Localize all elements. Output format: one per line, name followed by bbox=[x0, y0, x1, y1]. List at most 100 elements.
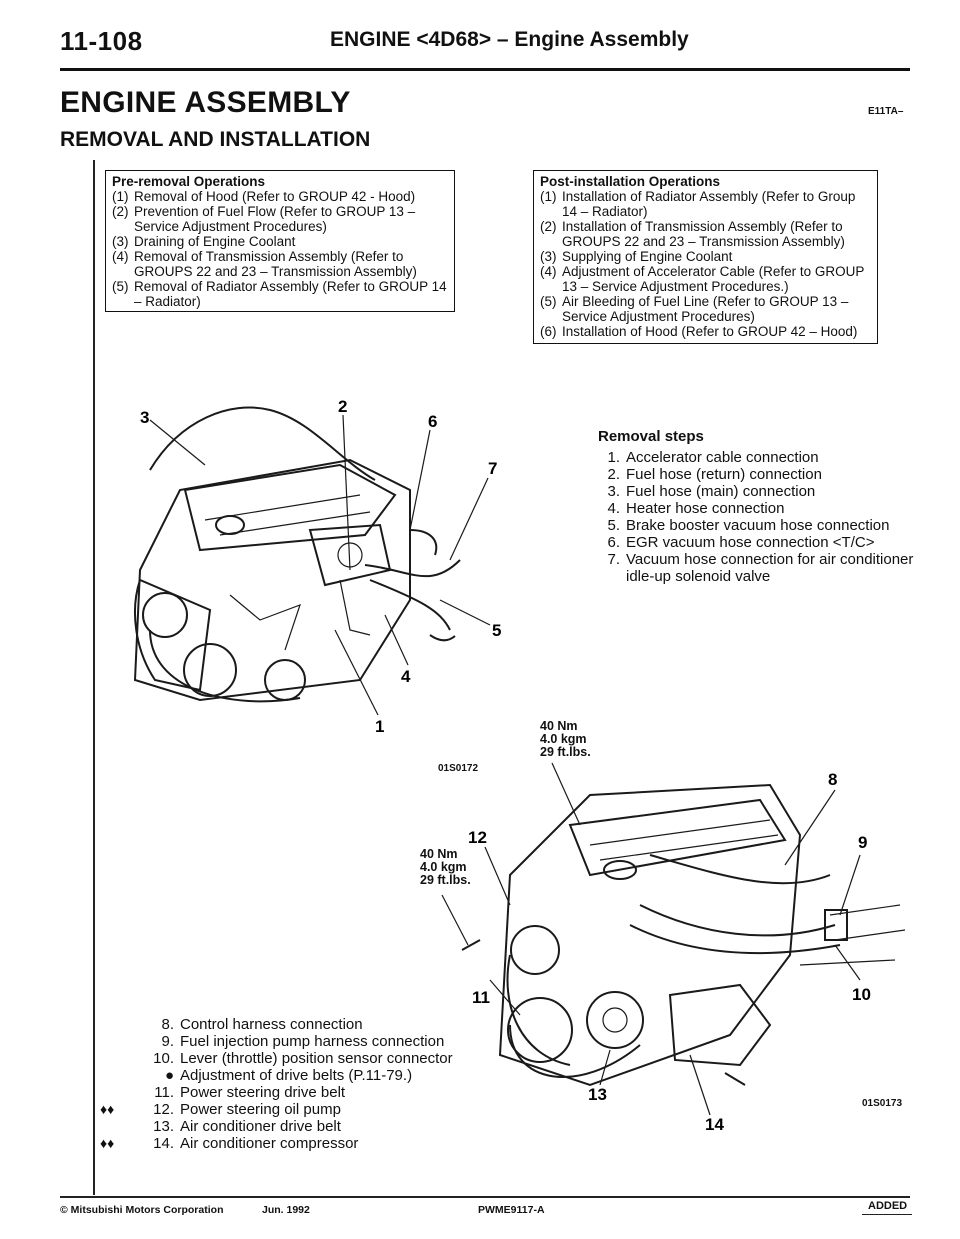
list-item: 13. Air conditioner drive belt bbox=[100, 1118, 480, 1135]
torque-ftlbs: 29 ft.lbs. bbox=[420, 873, 471, 887]
item-number: (4) bbox=[540, 264, 557, 279]
control-harness-drawing bbox=[649, 854, 831, 885]
leader-line-6 bbox=[409, 429, 431, 531]
list-item: 3.Fuel hose (main) connection bbox=[598, 483, 918, 500]
step-number: 6. bbox=[607, 534, 620, 551]
list-item: (4) Removal of Transmission Assembly (Ref… bbox=[112, 249, 448, 279]
step-number: 14. bbox=[153, 1135, 174, 1152]
callout-14: 14 bbox=[705, 1115, 724, 1134]
footer-document-code: PWME9117-A bbox=[478, 1204, 545, 1216]
callout-12: 12 bbox=[468, 828, 487, 847]
item-number: (6) bbox=[540, 324, 557, 339]
engine-block-drawing bbox=[133, 458, 411, 702]
caution-mark bbox=[100, 1067, 126, 1084]
section-code: E11TA– bbox=[868, 106, 904, 117]
callout-1: 1 bbox=[375, 717, 384, 736]
list-item: 4.Heater hose connection bbox=[598, 500, 918, 517]
power-steering-pump-pulley-drawing bbox=[586, 991, 644, 1049]
leader-line-9 bbox=[839, 854, 861, 916]
item-number: (2) bbox=[112, 204, 129, 219]
step-text: EGR vacuum hose connection <T/C> bbox=[626, 534, 875, 551]
step-text: Vacuum hose connection for air condition… bbox=[626, 551, 914, 585]
item-number: (4) bbox=[112, 249, 129, 264]
step-number: 1. bbox=[607, 449, 620, 466]
item-text: Removal of Transmission Assembly (Refer … bbox=[134, 249, 417, 279]
step-number: 13. bbox=[153, 1118, 174, 1135]
valve-cover-drawing bbox=[183, 463, 397, 552]
bolt-drawing bbox=[461, 939, 481, 951]
intake-manifold-drawing bbox=[308, 523, 392, 587]
list-item: 10.Lever (throttle) position sensor conn… bbox=[100, 1050, 480, 1067]
leader-line-5 bbox=[439, 599, 491, 626]
step-text: Fuel hose (return) connection bbox=[626, 466, 822, 483]
engine-block-drawing bbox=[498, 783, 802, 1087]
caution-mark bbox=[100, 1016, 126, 1033]
step-number: 8. bbox=[161, 1016, 174, 1033]
list-item: (3)Supplying of Engine Coolant bbox=[540, 249, 871, 264]
step-text: Power steering oil pump bbox=[180, 1101, 341, 1118]
callout-5: 5 bbox=[492, 621, 501, 640]
leader-line-4 bbox=[384, 614, 409, 666]
page-number: 11-108 bbox=[60, 26, 143, 56]
valve-cover-drawing bbox=[568, 798, 787, 877]
subsection-title: REMOVAL AND INSTALLATION bbox=[60, 128, 371, 151]
pre-removal-operations-box: Pre-removal Operations (1)Removal of Hoo… bbox=[105, 170, 455, 312]
leader-line-12 bbox=[484, 846, 511, 906]
callout-4: 4 bbox=[401, 667, 411, 686]
page-header: 11-108 ENGINE <4D68> – Engine Assembly bbox=[60, 20, 910, 80]
torque-nm: 40 Nm bbox=[420, 847, 458, 861]
callout-9: 9 bbox=[858, 833, 867, 852]
step-text: Brake booster vacuum hose connection bbox=[626, 517, 890, 534]
post-installation-title: Post-installation Operations bbox=[540, 174, 721, 189]
sensor-harness-drawing bbox=[629, 924, 841, 955]
footer-date: Jun. 1992 bbox=[262, 1204, 310, 1216]
accelerator-cable-drawing bbox=[149, 406, 376, 481]
timing-belt-cover-drawing bbox=[134, 578, 212, 692]
caution-mark: ♦♦ bbox=[100, 1101, 115, 1117]
removal-steps: Removal steps 1.Accelerator cable connec… bbox=[598, 428, 918, 585]
torque-spec-upper: 40 Nm 4.0 kgm 29 ft.lbs. bbox=[540, 720, 591, 759]
list-item: 5. Brake booster vacuum hose connection bbox=[598, 517, 918, 534]
torque-spec-lower: 40 Nm 4.0 kgm 29 ft.lbs. bbox=[420, 848, 471, 887]
header-rule bbox=[60, 68, 910, 71]
list-item: ♦♦14.Air conditioner compressor bbox=[100, 1135, 480, 1152]
leader-line-10 bbox=[834, 944, 861, 981]
alternator-pulley-drawing bbox=[264, 659, 306, 701]
step-text: Power steering drive belt bbox=[180, 1084, 346, 1101]
step-number: 11. bbox=[154, 1084, 174, 1101]
list-item: 9.Fuel injection pump harness connection bbox=[100, 1033, 480, 1050]
heater-hose-drawing bbox=[369, 579, 451, 631]
footer-status-rule bbox=[862, 1214, 912, 1215]
step-number: 12. bbox=[153, 1101, 174, 1118]
air-conditioner-compressor-drawing bbox=[668, 983, 772, 1067]
step-text: Air conditioner drive belt bbox=[180, 1118, 341, 1135]
oil-cap-drawing bbox=[603, 860, 637, 880]
step-number: 7. bbox=[607, 551, 620, 568]
list-item: ●Adjustment of drive belts (P.11-79.) bbox=[100, 1067, 480, 1084]
item-text: Adjustment of Accelerator Cable (Refer t… bbox=[562, 264, 865, 294]
running-title: ENGINE <4D68> – Engine Assembly bbox=[330, 28, 689, 51]
footer-status: ADDED bbox=[868, 1200, 908, 1212]
crank-pulley-drawing bbox=[183, 643, 237, 697]
callout-3: 3 bbox=[140, 408, 149, 427]
list-item: (1)Installation of Radiator Assembly (Re… bbox=[540, 189, 871, 219]
vacuum-hose-drawing bbox=[409, 529, 438, 556]
pulley-drawing bbox=[142, 592, 188, 638]
step-number: 5. bbox=[607, 517, 620, 534]
leader-line-7 bbox=[449, 477, 489, 561]
list-item: 7. Vacuum hose connection for air conditi… bbox=[598, 551, 918, 585]
step-number: 4. bbox=[607, 500, 620, 517]
callout-2: 2 bbox=[338, 397, 347, 416]
crank-pulley-drawing bbox=[507, 997, 573, 1063]
margin-rule bbox=[93, 160, 95, 1195]
item-number: (2) bbox=[540, 219, 557, 234]
drive-belt-drawing bbox=[149, 629, 301, 703]
lower-steps: 8.Control harness connection 9.Fuel inje… bbox=[100, 1016, 480, 1152]
leader-line-1 bbox=[334, 629, 379, 716]
callout-11: 11 bbox=[472, 988, 490, 1007]
item-number: (1) bbox=[112, 189, 129, 204]
step-number: 2. bbox=[607, 466, 620, 483]
list-item: (2)Installation of Transmission Assembly… bbox=[540, 219, 871, 249]
item-number: (5) bbox=[112, 279, 129, 294]
step-text: Lever (throttle) position sensor connect… bbox=[180, 1050, 453, 1067]
